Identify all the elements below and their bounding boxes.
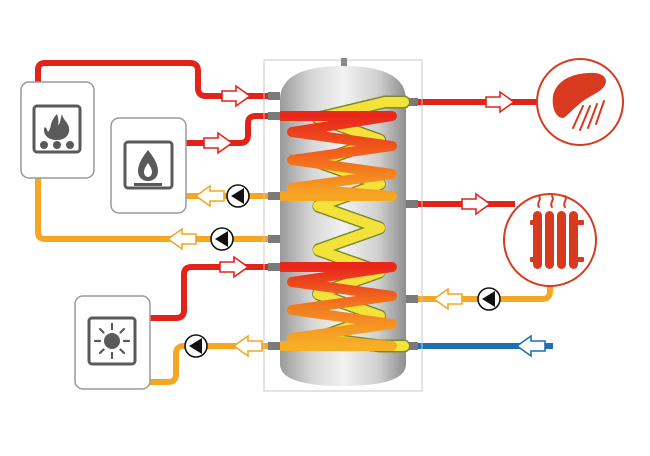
gas-flame-icon: [123, 140, 174, 190]
shower-icon: [552, 72, 606, 131]
radiator-icon: [530, 195, 584, 269]
pipe-solid-fuel-supply: [35, 60, 272, 99]
flow-arrows: [166, 84, 546, 358]
flow-arrow-left: [166, 227, 197, 251]
pipe-heating-return: [414, 286, 553, 302]
storage-tank: [263, 58, 423, 392]
flow-arrow-left: [194, 184, 225, 208]
pipe-solar-supply: [150, 264, 272, 321]
hot-water-outlet: [536, 58, 624, 146]
pump-solar-return: [184, 334, 208, 358]
pump-gas-return: [226, 184, 250, 208]
sun-icon: [87, 316, 137, 366]
flow-arrow-left: [232, 334, 263, 358]
pump-solid-fuel-return: [210, 227, 234, 251]
tank-connections: [268, 92, 418, 350]
heating-circuit: [503, 193, 597, 287]
upper-heat-exchanger-coil: [280, 91, 397, 201]
gas-boiler: [110, 117, 187, 214]
solid-fuel-boiler: [20, 81, 95, 179]
tank-top-valve: [341, 58, 347, 68]
pump-heating-return: [477, 287, 501, 311]
lower-heat-exchanger-coil: [280, 262, 397, 351]
solar-collector: [74, 295, 151, 390]
flow-arrow-left: [432, 287, 463, 311]
flow-arrow-right: [461, 192, 492, 216]
flow-arrow-right: [203, 131, 234, 155]
flow-arrow-right: [221, 84, 252, 108]
flow-arrow-right: [485, 90, 516, 114]
pipe-gas-supply: [186, 113, 272, 146]
wood-fire-icon: [32, 104, 82, 154]
pumps: [184, 184, 501, 358]
pipe-solid-fuel-return: [35, 178, 272, 242]
flow-arrow-right: [219, 255, 250, 279]
flow-arrow-left: [515, 334, 546, 358]
pipe-solar-return: [150, 343, 272, 385]
